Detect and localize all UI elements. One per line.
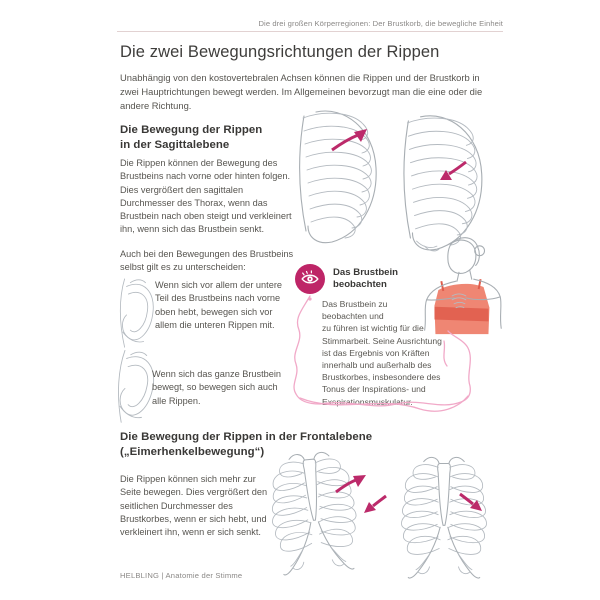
ribcage-front-elevated-illustration <box>272 451 357 576</box>
intro-paragraph: Unabhängig von den kostovertebralen Achs… <box>120 72 483 111</box>
ribcage-side-lowered-illustration <box>403 115 483 252</box>
page-title: Die zwei Bewegungsrichtungen der Rippen <box>120 43 440 61</box>
sternum-profile-sketch-lower <box>119 278 154 348</box>
eye-icon <box>301 270 319 284</box>
case-whole-sternum-text: Wenn sich das ganze Brustbein bewegt, so… <box>152 369 282 406</box>
frontal-body: Die Rippen können sich mehr zur Seite be… <box>120 474 268 537</box>
ribcage-side-elevated-illustration <box>299 110 377 244</box>
observe-box-heading: Das Brustbein beobachten <box>333 267 399 291</box>
sternum-intro: Auch bei den Bewegungen des Brustbeins s… <box>120 249 294 273</box>
sternum-profile-sketch-whole <box>118 349 155 423</box>
observe-badge <box>295 264 325 294</box>
page-footer: HELBLING | Anatomie der Stimme <box>120 571 243 580</box>
ribcage-front-lowered-illustration <box>401 456 487 579</box>
case-lower-sternum-text: Wenn sich vor allem der untere Teil des … <box>155 280 282 330</box>
woman-touching-sternum-illustration <box>424 237 502 335</box>
sagittal-body: Die Rippen können der Bewegung des Brust… <box>120 158 292 235</box>
section-heading-sagittal: Die Bewegung der Rippen in der Sagittale… <box>120 124 263 151</box>
header-rule <box>117 31 503 32</box>
section-heading-frontal: Die Bewegung der Rippen in der Frontaleb… <box>120 431 373 458</box>
running-header: Die drei großen Körperregionen: Der Brus… <box>258 19 503 28</box>
